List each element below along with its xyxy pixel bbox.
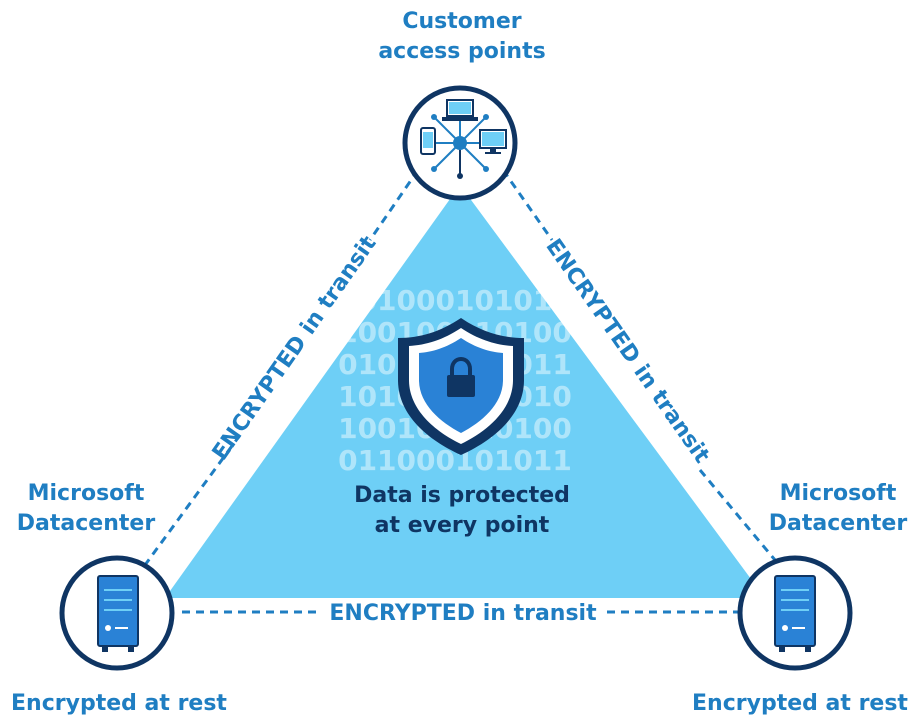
binary-line: 101000101010 <box>338 284 572 317</box>
node-caption-right: Encrypted at rest <box>692 691 908 716</box>
edge-lines <box>143 169 777 614</box>
node-datacenter-right <box>737 555 853 671</box>
edge-label-bottom: ENCRYPTED in transit <box>329 601 597 626</box>
node-title-line: Datacenter <box>769 511 908 536</box>
node-title-line: Microsoft <box>28 481 145 506</box>
node-title-right: Microsoft Datacenter <box>769 481 908 536</box>
server-icon <box>97 575 139 652</box>
right-edge-line <box>501 169 554 241</box>
left-edge-line <box>368 169 420 241</box>
node-title-line: Customer <box>402 9 521 34</box>
node-datacenter-left <box>59 555 175 671</box>
node-caption-left: Encrypted at rest <box>11 691 227 716</box>
node-title-line: access points <box>378 39 545 64</box>
center-label: Data is protected at every point <box>354 483 570 538</box>
right-edge-line <box>698 469 777 561</box>
node-title-line: Datacenter <box>17 511 156 536</box>
center-label-line: at every point <box>375 513 550 538</box>
node-title-top: Customer access points <box>378 9 545 64</box>
network-devices-icon <box>420 99 507 179</box>
node-title-left: Microsoft Datacenter <box>17 481 156 536</box>
center-label-line: Data is protected <box>354 483 570 508</box>
node-title-line: Microsoft <box>780 481 897 506</box>
node-customer-access-points <box>402 85 518 201</box>
server-icon <box>774 575 816 652</box>
shield-lock-icon <box>398 318 524 455</box>
